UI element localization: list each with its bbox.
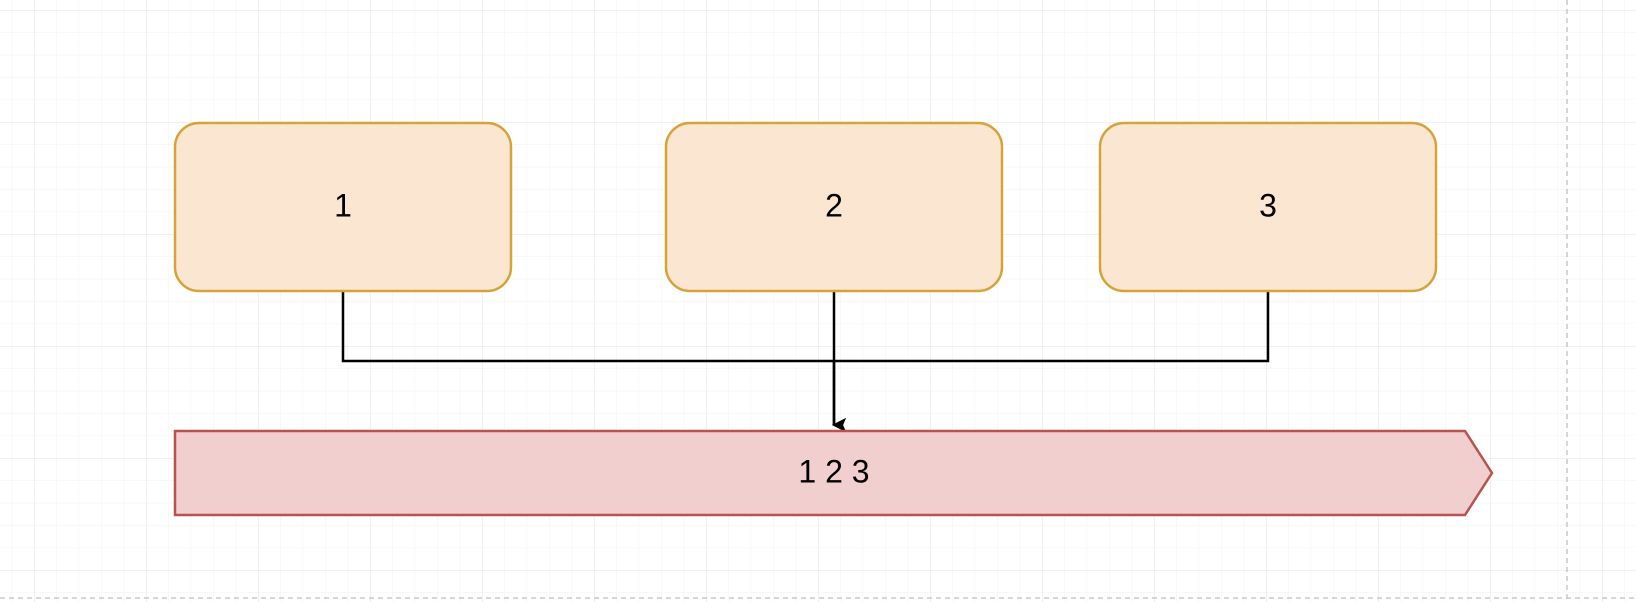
node-label: 1 [334,187,352,223]
diagram-node-2[interactable]: 2 [664,121,1004,293]
diagram-target-arrow[interactable]: 1 2 3 [173,429,1494,517]
connector-3-to-target[interactable] [834,291,1270,363]
node-shape[interactable] [173,121,513,293]
diagram-node-3[interactable]: 3 [1098,121,1438,293]
node-label: 3 [1259,187,1277,223]
target-label: 1 2 3 [798,453,869,489]
node-label: 2 [825,187,843,223]
connector-group[interactable] [341,291,1270,432]
node-shape[interactable] [664,121,1004,293]
node-shape[interactable] [1098,121,1438,293]
diagram-node-1[interactable]: 1 [173,121,513,293]
target-shape[interactable] [173,429,1494,517]
